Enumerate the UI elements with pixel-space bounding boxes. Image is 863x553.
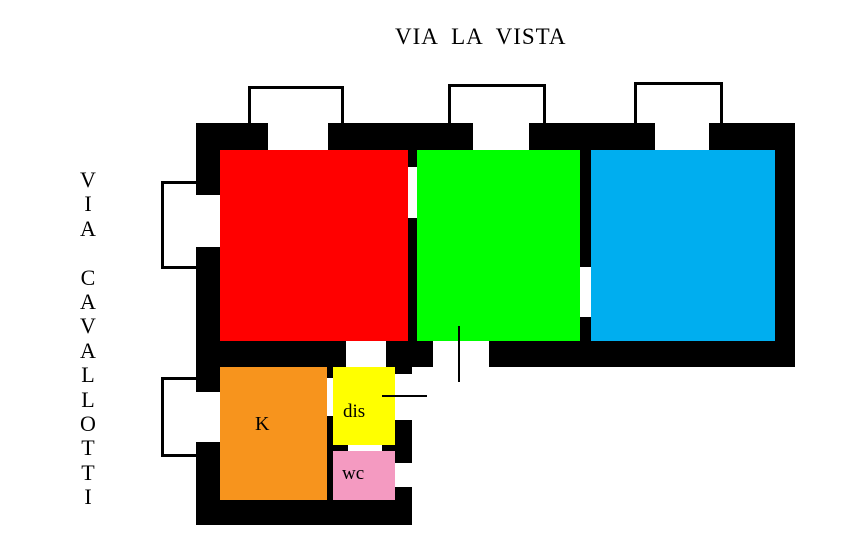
street-side-letter: [60, 241, 116, 265]
street-side-letter: C: [80, 264, 96, 290]
street-side-letter: L: [81, 362, 95, 388]
closet-label: dis: [343, 401, 366, 422]
room-bathroom: wc: [333, 451, 395, 500]
window-top-right: [655, 123, 709, 150]
room-blue: [591, 150, 775, 341]
door-green-blue: [580, 267, 591, 317]
room-red: [220, 150, 408, 341]
street-side-letter: I: [84, 191, 92, 217]
window-top-left: [268, 123, 328, 150]
door-closet-bathroom: [348, 445, 382, 451]
door-red-hall: [346, 341, 386, 367]
door-entrance: [433, 341, 489, 367]
street-side-letter: A: [80, 337, 96, 363]
street-side-letter: T: [81, 459, 95, 485]
cross-line-vertical: [458, 326, 460, 382]
street-side-letter: L: [81, 386, 95, 412]
street-label-via-la-vista: VIA LA VISTA: [395, 24, 567, 49]
balcony-top-left: [248, 86, 344, 128]
window-side-lower: [196, 392, 220, 442]
window-closet: [395, 374, 412, 420]
kitchen-label: K: [255, 413, 270, 435]
cross-line-horizontal: [382, 395, 427, 397]
room-closet: dis: [333, 367, 395, 445]
street-side-letter: V: [80, 167, 96, 192]
door-kitchen-closet: [327, 378, 333, 416]
window-top-middle: [473, 123, 529, 150]
bathroom-label: wc: [342, 463, 365, 484]
street-side-letter: V: [80, 313, 96, 339]
balcony-top-middle: [448, 84, 546, 128]
street-side-letter: I: [84, 484, 92, 510]
window-bathroom: [395, 463, 412, 487]
window-side-upper: [196, 195, 220, 247]
street-side-letter: A: [80, 215, 96, 241]
room-green: [417, 150, 580, 341]
street-side-letter: O: [80, 410, 96, 436]
door-red-green: [408, 167, 417, 218]
balcony-top-right: [634, 82, 723, 128]
street-side-letter: T: [81, 435, 95, 461]
street-side-letter: A: [80, 288, 96, 314]
room-kitchen: K: [220, 367, 327, 500]
